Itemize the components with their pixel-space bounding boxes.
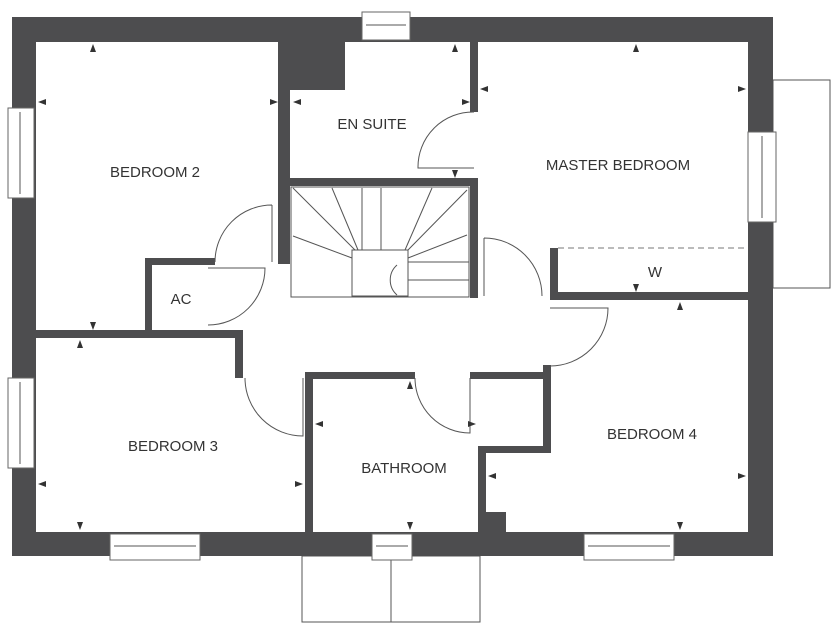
room-label-ac: AC [171,291,192,308]
room-label-master-bedroom: MASTER BEDROOM [546,157,690,174]
doors [207,111,748,437]
room-label-bedroom-4: BEDROOM 4 [607,426,697,443]
room-label-wardrobe: W [648,264,663,281]
windows [7,11,777,561]
room-label-bathroom: BATHROOM [361,460,447,477]
staircase [290,186,470,298]
interior-walls [36,42,748,532]
room-label-en-suite: EN SUITE [337,116,406,133]
room-label-bedroom-3: BEDROOM 3 [128,438,218,455]
room-label-bedroom-2: BEDROOM 2 [110,164,200,181]
